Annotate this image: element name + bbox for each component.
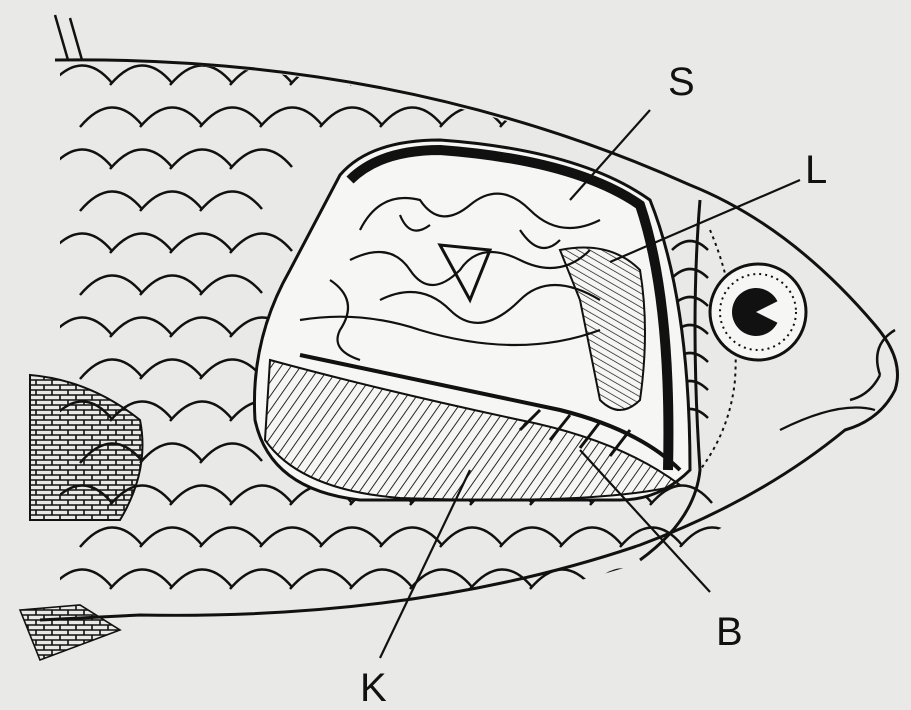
label-b: B [716,612,743,652]
scale-arc [80,527,142,547]
scale-arc [350,65,412,85]
scale-arc [110,233,172,253]
eye [710,264,806,360]
scale-arc [200,359,262,379]
scale-arc [470,65,532,85]
scale-arc [680,107,742,127]
scale-arc [170,317,232,337]
scale-arc [320,107,382,127]
scale-arc [110,317,172,337]
scale-arc [350,569,412,589]
scale-arc [230,485,292,505]
scale-arc [50,65,112,85]
scale-arc [50,569,112,589]
scale-arc [590,65,652,85]
label-s: S [668,62,695,102]
scale-arc [170,485,232,505]
scale-arc [200,443,262,463]
label-l: L [805,150,827,190]
scale-arc [440,527,502,547]
scale-arc [80,275,142,295]
scale-arc [380,107,442,127]
scale-arc [140,443,202,463]
scale-arc [380,527,442,547]
scale-arc [110,569,172,589]
scale-arc [530,569,592,589]
scale-arc [620,107,682,127]
scale-arc [230,149,292,169]
scale-arc [80,359,142,379]
scale-arc [672,241,708,250]
scale-arc [140,107,202,127]
scale-arc [200,527,262,547]
scale-arc [560,107,622,127]
scale-arc [290,569,352,589]
scale-arc [170,149,232,169]
scale-arc [590,569,652,589]
scale-arc [80,191,142,211]
tail-fin-piece [20,605,120,660]
scale-arc [320,527,382,547]
scale-arc [500,527,562,547]
label-k: K [360,668,387,708]
scale-arc [560,527,622,547]
scale-arc [140,275,202,295]
scale-arc [410,569,472,589]
scale-arc [140,527,202,547]
scale-arc [50,317,112,337]
mouth [850,330,895,400]
scale-arc [200,191,262,211]
scale-arc [410,65,472,85]
scale-arc [650,569,712,589]
scale-arc [672,269,708,278]
scale-arc [170,65,232,85]
scale-arc [230,569,292,589]
scale-arc [140,191,202,211]
scale-arc [200,107,262,127]
scale-arc [230,233,292,253]
scale-arc [80,107,142,127]
scale-arc [200,275,262,295]
scale-arc [140,359,202,379]
pectoral-fin [30,375,143,520]
scale-arc [440,107,502,127]
scale-arc [50,149,112,169]
scale-arc [170,401,232,421]
scale-arc [170,233,232,253]
scale-arc [170,569,232,589]
scale-arc [50,233,112,253]
scale-arc [110,65,172,85]
scale-arc [260,527,322,547]
scale-arc [260,107,322,127]
scale-arc [530,65,592,85]
scale-arc [110,149,172,169]
scale-arc [680,527,742,547]
